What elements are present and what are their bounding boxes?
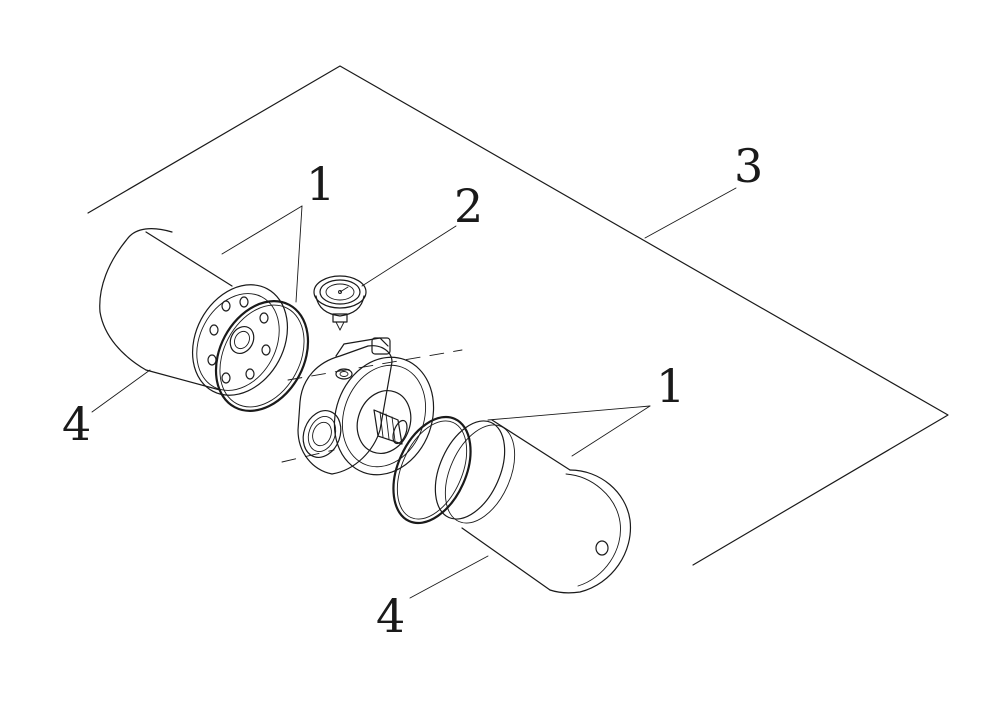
filter-head-manifold (281, 337, 463, 476)
bracket-outline (87, 65, 949, 566)
leader-lines (91, 187, 737, 599)
right-o-ring-seal (392, 415, 472, 525)
callout-1-lower: 1 (656, 359, 685, 413)
callout-4-lower: 4 (376, 589, 405, 643)
left-filter-holes (207, 296, 271, 384)
left-filter-cartridge (99, 228, 289, 396)
callout-1-upper: 1 (306, 157, 335, 211)
right-filter-cartridge (434, 419, 632, 594)
callout-4-left: 4 (62, 397, 91, 451)
inlet-port (302, 410, 342, 458)
callout-2: 2 (454, 179, 483, 233)
pressure-gauge (313, 275, 367, 331)
left-o-ring-seal (214, 300, 310, 412)
threaded-nipple (373, 409, 408, 445)
callout-3: 3 (734, 139, 763, 193)
